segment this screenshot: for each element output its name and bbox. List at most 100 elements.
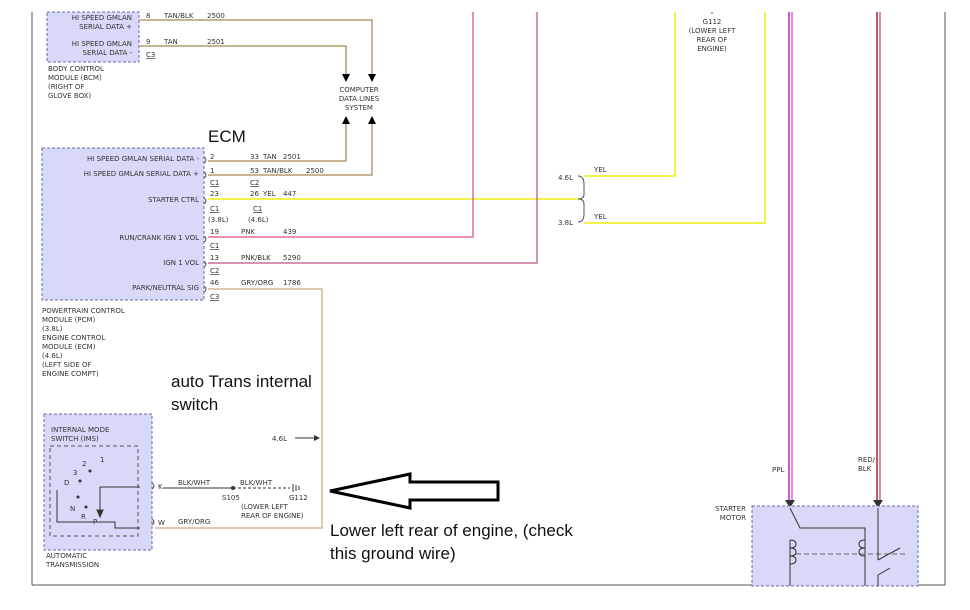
ims-footer-l2: TRANSMISSION xyxy=(45,561,99,569)
bcm-pin1-circuit: 2500 xyxy=(207,12,225,20)
pin-mark xyxy=(203,260,207,268)
starter-motor-module xyxy=(751,505,919,587)
arrow-down-icon xyxy=(342,74,350,82)
ecm-pin-ign-label: IGN 1 VOL xyxy=(163,259,199,267)
wire-1786-gryorg xyxy=(208,288,323,529)
ecm-circuit-1: 2501 xyxy=(283,153,301,161)
bcm-module xyxy=(46,11,140,63)
ims-wire-k-ground-l2: REAR OF ENGINE) xyxy=(241,512,304,520)
ecm-connector-c1d: C1 xyxy=(210,242,219,250)
starter-wire-redblk-l2: BLK xyxy=(858,465,872,473)
bcm-wire-2500 xyxy=(139,19,373,78)
ecm-pin-b-2: 53 xyxy=(250,167,259,175)
yel-branch-46-color: YEL xyxy=(593,166,607,174)
bcm-name-l3: (RIGHT OF xyxy=(48,83,84,91)
ecm-name-l7: (LEFT SIDE OF xyxy=(42,361,92,369)
ecm-color-5: PNK/BLK xyxy=(241,254,271,262)
ecm-connector-c1b: C1 xyxy=(210,205,219,213)
ims-pos-d: D xyxy=(64,479,69,487)
ecm-pin-serial-plus-label: HI SPEED GMLAN SERIAL DATA + xyxy=(84,170,199,178)
starter-name-l2: MOTOR xyxy=(720,514,746,522)
computer-data-lines-l2: DATA LINES xyxy=(339,95,380,103)
ecm-engine-note-b: (4.6L) xyxy=(248,216,269,224)
ecm-color-4: PNK xyxy=(241,228,255,236)
ims-wire-k-color2: BLK/WHT xyxy=(240,479,273,487)
ims-pos-r: R xyxy=(81,513,86,521)
starter-internal-schematic xyxy=(789,507,905,586)
ecm-pin-serial-minus-label: HI SPEED GMLAN SERIAL DATA - xyxy=(87,155,199,163)
ims-name-l1: INTERNAL MODE xyxy=(51,426,109,434)
ims-wire-k-color: BLK/WHT xyxy=(178,479,211,487)
engine-46-label: 4.6L xyxy=(272,435,287,443)
ecm-color-2: TAN/BLK xyxy=(262,167,293,175)
ecm-name-l2: MODULE (PCM) xyxy=(42,316,95,324)
ecm-name-l3: (3.8L) xyxy=(42,325,63,333)
wire-yel-38 xyxy=(584,12,766,224)
starter-wire-redblk-l1: RED/ xyxy=(858,456,876,464)
bcm-pin1-label-l2: SERIAL DATA + xyxy=(79,23,132,31)
ims-wire-w-color: GRY/ORG xyxy=(178,518,210,526)
arrow-up-icon xyxy=(368,116,376,124)
annotation-auto-trans-l2: switch xyxy=(171,395,218,414)
ecm-pin-starter-label: STARTER CTRL xyxy=(148,196,199,204)
ecm-pin-a-5: 13 xyxy=(210,254,219,262)
ims-wire-k-ground-l1: (LOWER LEFT xyxy=(241,503,289,511)
computer-data-lines-l1: COMPUTER xyxy=(339,86,378,94)
ecm-connector-c2a: C2 xyxy=(250,179,259,187)
ecm-color-1: TAN xyxy=(262,153,277,161)
yel-branch-46-engine: 4.6L xyxy=(558,174,573,182)
ecm-pin-a-3: 23 xyxy=(210,190,219,198)
arrow-down-icon xyxy=(873,500,883,508)
ecm-circuit-4: 439 xyxy=(283,228,296,236)
ecm-pin-parkneutral-label: PARK/NEUTRAL SIG xyxy=(132,284,199,292)
ecm-name-l5: MODULE (ECM) xyxy=(42,343,96,351)
arrow-up-icon xyxy=(342,116,350,124)
pin-mark xyxy=(203,156,207,164)
bcm-connector: C3 xyxy=(146,51,155,59)
bcm-pin2-circuit: 2501 xyxy=(207,38,225,46)
arrow-down-icon xyxy=(368,74,376,82)
ecm-circuit-6: 1786 xyxy=(283,279,301,287)
ecm-color-6: GRY/ORG xyxy=(241,279,273,287)
ecm-name-l4: ENGINE CONTROL xyxy=(42,334,105,342)
yel-branch-38-engine: 3.8L xyxy=(558,219,573,227)
g112-top-l2: (LOWER LEFT xyxy=(689,27,737,35)
ecm-pin-runcrank-label: RUN/CRANK IGN 1 VOL xyxy=(119,234,199,242)
wire-5290-pnkblk xyxy=(208,12,538,264)
ecm-name-l8: ENGINE COMPT) xyxy=(42,370,99,378)
bcm-name-l4: GLOVE BOX) xyxy=(48,92,91,100)
ecm-pin-a-2: 1 xyxy=(210,167,214,175)
ecm-pin-b-1: 33 xyxy=(250,153,259,161)
arrow-right-icon xyxy=(314,435,320,441)
ims-name-l2: SWITCH (IMS) xyxy=(51,435,99,443)
g112-top-l3: REAR OF xyxy=(697,36,728,44)
ecm-pin-a-4: 19 xyxy=(210,228,219,236)
bcm-pin2-label-l2: SERIAL DATA - xyxy=(83,49,133,57)
ecm-engine-note-a: (3.8L) xyxy=(208,216,229,224)
ground-icon xyxy=(292,484,300,492)
ims-footer-l1: AUTOMATIC xyxy=(46,552,87,560)
annotation-auto-trans-l1: auto Trans internal xyxy=(171,372,312,391)
ims-pos-3: 3 xyxy=(73,469,77,477)
pin-mark xyxy=(151,518,155,526)
wire-439-pnk xyxy=(208,12,474,238)
computer-data-lines-l3: SYSTEM xyxy=(345,104,373,112)
pin-mark xyxy=(203,285,207,293)
ims-wire-w-pin: W xyxy=(158,519,165,527)
callout-arrow-icon xyxy=(329,472,500,510)
ecm-module xyxy=(41,147,205,301)
ecm-connector-c1c: C1 xyxy=(253,205,262,213)
bcm-pin1-color: TAN/BLK xyxy=(163,12,194,20)
g112-top-l1: G112 xyxy=(703,18,722,26)
ecm-connector-c1a: C1 xyxy=(210,179,219,187)
pin-mark xyxy=(203,171,207,179)
yel-branch-brace xyxy=(577,175,585,223)
ims-switch-contacts xyxy=(56,469,140,529)
ecm-name-l6: (4.6L) xyxy=(42,352,63,360)
ims-pos-1: 1 xyxy=(100,456,104,464)
pin-mark xyxy=(203,197,207,205)
ecm-wire-2500 xyxy=(208,124,373,176)
ecm-circuit-5: 5290 xyxy=(283,254,301,262)
bcm-name-l1: BODY CONTROL xyxy=(48,65,104,73)
